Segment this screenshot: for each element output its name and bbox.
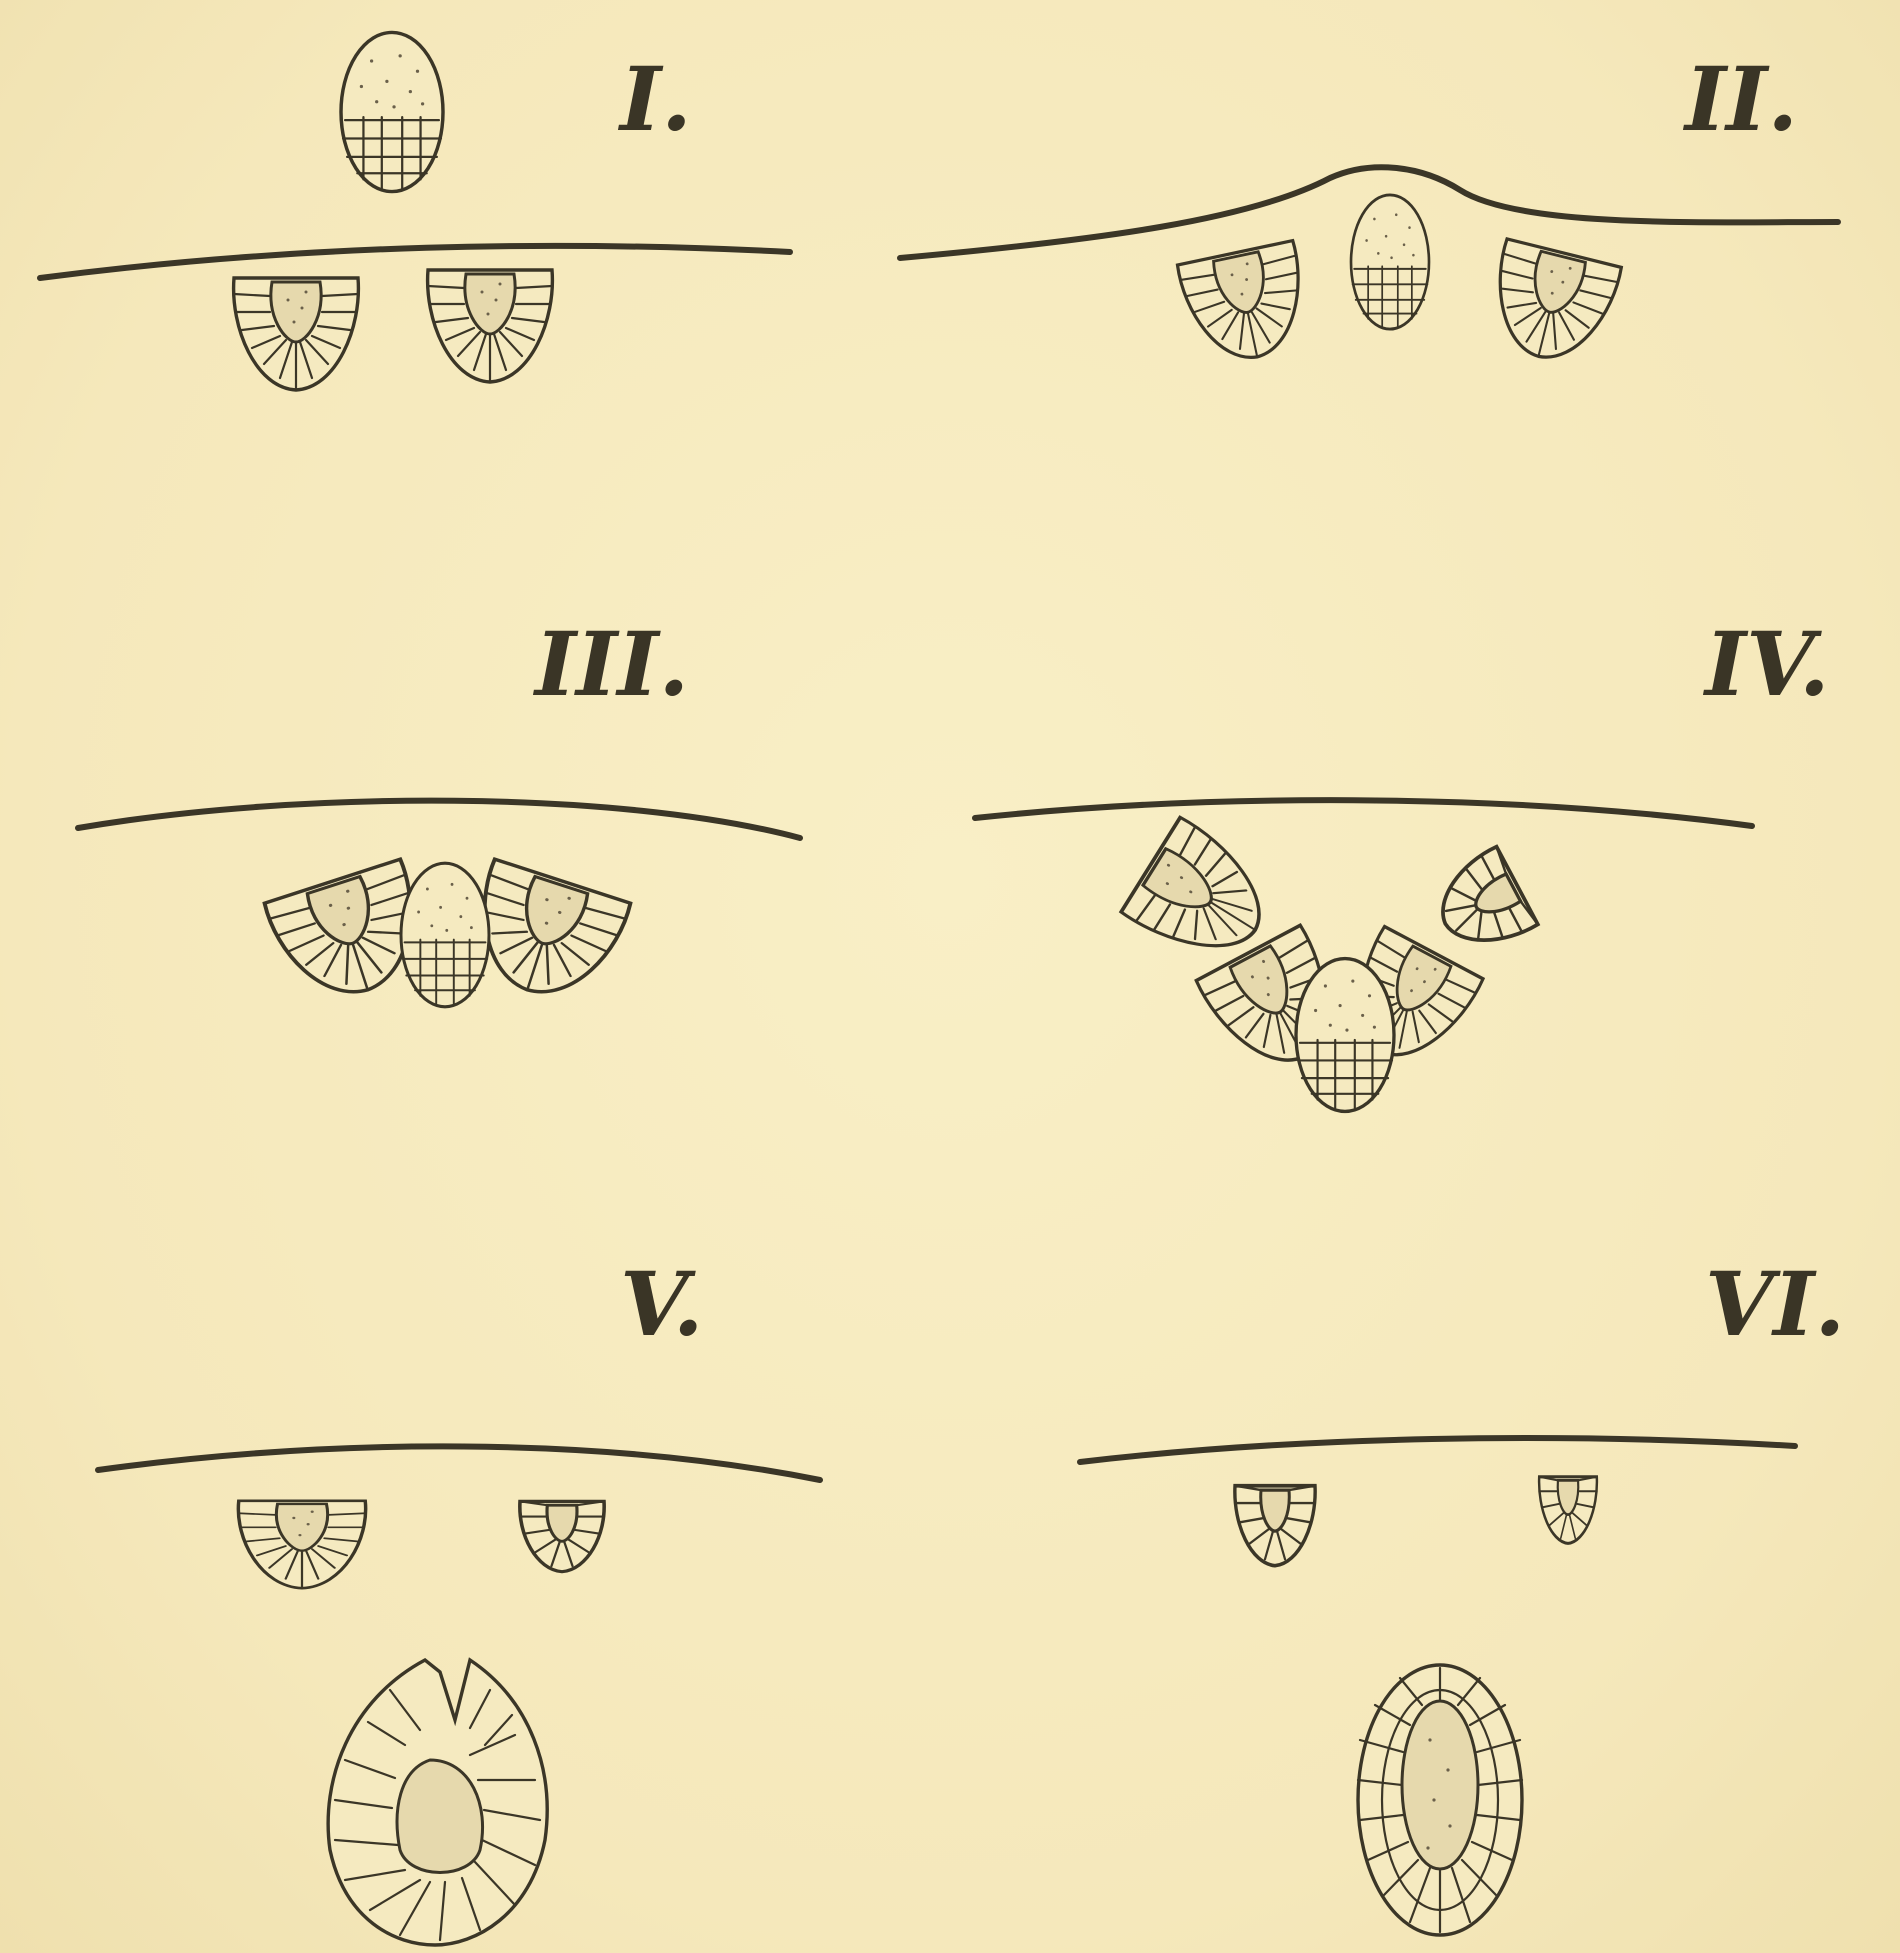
panel-3: III.	[78, 612, 800, 1012]
germ-cell-4	[1296, 959, 1394, 1112]
germ-cell-3	[401, 863, 489, 1007]
cup-5a	[238, 1501, 365, 1588]
panel-label-5: V.	[620, 1252, 704, 1356]
cup-5b	[520, 1501, 604, 1571]
panel-6: VI.	[1080, 1252, 1845, 1935]
panel-label-2: II.	[1682, 47, 1798, 151]
germ-cell-1	[341, 32, 443, 191]
panel-label-4: IV.	[1702, 612, 1830, 716]
closed-vesicle-6	[1358, 1665, 1522, 1935]
panel-2: II.	[900, 47, 1838, 371]
surface-line-5	[98, 1446, 820, 1480]
cup-2a	[1177, 241, 1315, 370]
cup-1a	[234, 278, 359, 390]
cup-2b	[1481, 239, 1622, 371]
panel-label-6: VI.	[1705, 1252, 1845, 1356]
panel-5: V.	[98, 1252, 820, 1945]
surface-line-4	[975, 800, 1752, 826]
panel-label-3: III.	[532, 612, 689, 716]
surface-line-1	[40, 246, 790, 278]
surface-line-3	[78, 801, 800, 838]
panel-1: I.	[40, 32, 790, 390]
surface-line-6	[1080, 1438, 1795, 1462]
cup-4b	[1425, 847, 1538, 963]
cup-1b	[428, 270, 553, 382]
cup-6b	[1539, 1477, 1597, 1544]
closing-vesicle-5	[328, 1660, 547, 1945]
germ-cell-2	[1351, 195, 1429, 329]
panel-4: IV.	[975, 612, 1830, 1111]
cup-6a	[1235, 1486, 1315, 1566]
panel-label-1: I.	[617, 47, 692, 151]
